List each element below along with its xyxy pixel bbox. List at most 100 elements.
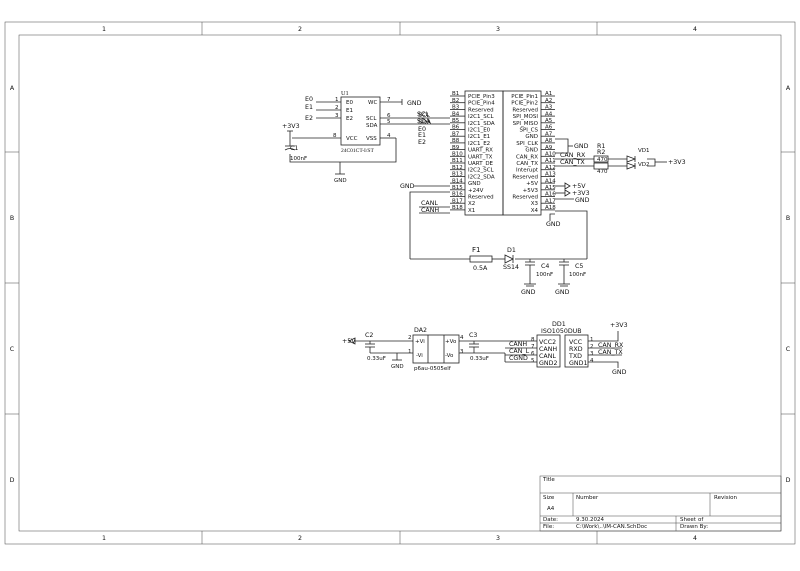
dd1-num: 4 — [590, 358, 594, 364]
r1-ref: R1 — [597, 143, 605, 150]
pcie-pin-name: SPI_MOSI — [513, 114, 539, 120]
net-label: +5V — [342, 338, 356, 345]
da2-num: 2 — [408, 335, 412, 341]
net-label: SCL — [417, 111, 429, 118]
pcie-pin-name: PCIE_Pin4 — [468, 101, 495, 107]
pcie-pin-name: Reserved — [468, 107, 494, 113]
d1-value: SS14 — [503, 264, 519, 271]
pcie-pin-num: A11 — [545, 158, 556, 164]
date-value: 9.30.2024 — [576, 517, 604, 523]
pcie-pin-num: B11 — [452, 158, 463, 164]
net-label: E1 — [305, 104, 313, 111]
u1-pin-num: 5 — [387, 119, 391, 125]
u1-pin-num: 7 — [387, 97, 391, 103]
net-label: GND — [612, 369, 627, 376]
net-label: CGND — [509, 355, 528, 362]
c2-ref: C2 — [365, 332, 373, 339]
da2-part: p6au-0505elf — [414, 366, 452, 372]
pcie-pin-num: A15 — [545, 185, 556, 191]
pcie-pin-num: A18 — [545, 205, 556, 211]
c1-value: 100nF — [290, 156, 307, 162]
drawn-label: Drawn By: — [680, 524, 708, 530]
dd1-pin: TXD — [568, 353, 582, 360]
da2-num: 1 — [408, 349, 412, 355]
col-label: 3 — [496, 535, 500, 542]
pcie-pin-num: A10 — [545, 152, 556, 158]
pcie-pin-name: X2 — [468, 201, 475, 207]
pcie-pin-name: I2C1_E0 — [468, 128, 491, 134]
pcie-pin-name: +24V — [468, 188, 484, 194]
pcie-pin-name: X1 — [468, 208, 475, 214]
pcie-pin-num: A5 — [545, 118, 553, 124]
da2-num: 3 — [460, 349, 464, 355]
size-value: A4 — [547, 506, 555, 512]
u1-pin-name: WC — [368, 100, 377, 106]
pcie-pin-num: B6 — [452, 125, 460, 131]
u1-pin-num: 1 — [335, 97, 339, 103]
pcie-pin-name: Reserved — [512, 174, 538, 180]
u1-pin-name: VSS — [366, 136, 377, 142]
dd1-pin: VCC — [569, 339, 583, 346]
pcie-pin-num: B10 — [452, 152, 463, 158]
of-label: of — [698, 517, 704, 523]
row-label: B — [10, 215, 14, 222]
pcie-pin-name: GND — [525, 134, 538, 140]
gnd-label: GND — [521, 289, 536, 296]
dd1-ref: DD1 — [552, 321, 566, 328]
pcie-pin-name: UART_RX — [468, 148, 493, 154]
net-label: CANH — [509, 341, 527, 348]
net-label: +3V3 — [668, 159, 686, 166]
dd1-part: ISO1050DUB — [541, 328, 582, 335]
pcie-pin-num: A6 — [545, 125, 553, 131]
net-label: E2 — [418, 139, 426, 146]
pcie-pin-num: B2 — [452, 98, 459, 104]
u1-pin-name: SCL — [366, 116, 377, 122]
pcie-pin-name: I2C1_E1 — [468, 134, 490, 140]
pcie-pin-num: B18 — [452, 205, 463, 211]
vd1-ref: VD1 — [638, 148, 650, 154]
pcie-pin-name: SPI_MISO — [513, 121, 539, 127]
pcie-pin-num: A17 — [545, 198, 556, 204]
u1-pin-name: VCC — [346, 136, 358, 142]
c3-ref: C3 — [469, 332, 477, 339]
pcie-pin-name: SPI_CLK — [516, 141, 538, 147]
pcie-pin-name: SPI_CS — [519, 128, 538, 134]
dd1-num: 7 — [531, 344, 535, 350]
net-label: CANL — [421, 200, 438, 207]
net-label: E2 — [305, 115, 313, 122]
r2-value: 470 — [597, 169, 608, 175]
pcie-pin-num: A13 — [545, 172, 556, 178]
da2-pin: -Vi — [416, 353, 423, 359]
c4-ref: C4 — [541, 263, 549, 270]
pcie-pin-name: I2C1_SDA — [468, 121, 495, 127]
pcie-pin-num: A8 — [545, 138, 553, 144]
net-label: E1 — [418, 132, 426, 139]
pcie-pin-num: A7 — [545, 131, 553, 137]
sheet-label: Sheet — [680, 517, 697, 523]
net-label: SDA — [418, 119, 432, 126]
pcie-pin-num: B3 — [452, 105, 460, 111]
net-label: CAN_TX — [560, 159, 585, 166]
number-label: Number — [576, 495, 599, 501]
net-label: +3V3 — [572, 190, 590, 197]
pcie-pin-num: B12 — [452, 165, 463, 171]
net-label: +3V3 — [610, 322, 628, 329]
pcie-pin-name: CAN_RX — [516, 154, 538, 160]
row-label: D — [786, 477, 791, 484]
u1-pin-name: SDA — [366, 123, 378, 129]
c4-value: 100nF — [536, 272, 553, 278]
pcie-pin-name: PCIE_Pin3 — [468, 94, 495, 100]
u1-part: 24C01CT-I/ST — [341, 148, 374, 154]
f1-value: 0.5A — [473, 265, 488, 272]
pcie-pin-name: I2C1_SCL — [468, 114, 495, 120]
dd1-num: 1 — [590, 337, 594, 343]
c2-value: 0.33uF — [367, 356, 386, 362]
title-block: Title Size A4 Number Revision Date: 9.30… — [539, 475, 782, 532]
pcie-pin-name: UART_TX — [468, 154, 493, 160]
pcie-pin-num: B16 — [452, 192, 463, 198]
net-label: +3V3 — [282, 123, 300, 130]
col-label: 2 — [298, 26, 302, 33]
r2-ref: R2 — [597, 149, 605, 156]
